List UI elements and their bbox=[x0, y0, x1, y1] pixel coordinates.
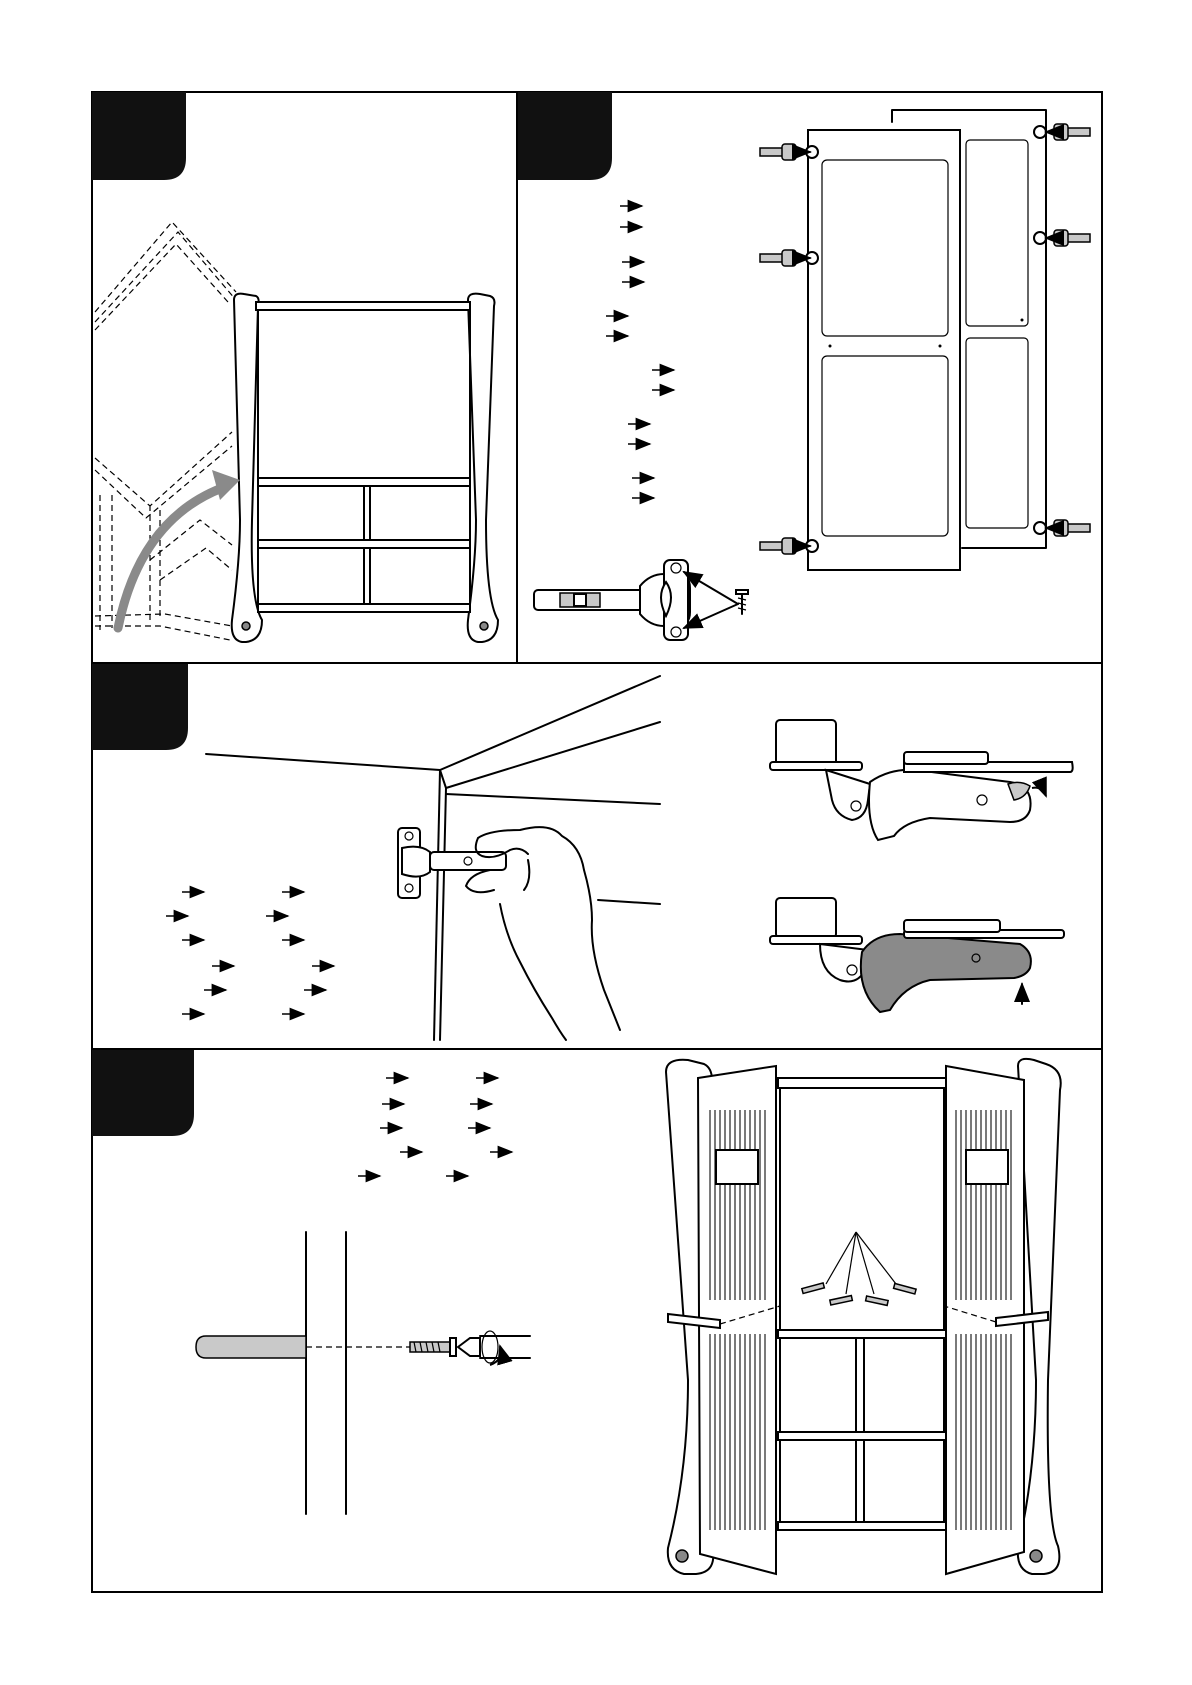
step-3-tab bbox=[92, 664, 188, 750]
hinge-mounted bbox=[398, 828, 506, 898]
hinge-small-front-mid bbox=[760, 250, 810, 266]
knob-icon bbox=[196, 1336, 306, 1358]
cabinet-right-side bbox=[468, 294, 498, 642]
step-1-tab bbox=[92, 92, 186, 180]
wood-screw-icon bbox=[736, 590, 748, 614]
step-3-illustration bbox=[166, 676, 1073, 1040]
hinge-small-front-bottom bbox=[760, 538, 810, 554]
hinge-small-back-bottom bbox=[1046, 520, 1090, 536]
raise-cabinet-arrow bbox=[118, 488, 222, 628]
step-1-illustration bbox=[95, 222, 498, 642]
step-2-illustration bbox=[534, 110, 1090, 640]
cabinet-shelf-2 bbox=[258, 540, 470, 548]
hinge-hole-back-top bbox=[1034, 126, 1046, 138]
right-leg-hole bbox=[480, 622, 488, 630]
hinge-arm-highlight bbox=[861, 934, 1031, 1012]
left-leg-hole bbox=[242, 622, 250, 630]
step-3-arrow-list bbox=[166, 892, 334, 1014]
door-front bbox=[808, 130, 960, 570]
raise-cabinet-arrowhead bbox=[212, 470, 240, 500]
hinge-detail bbox=[534, 560, 748, 640]
step-4-illustration bbox=[196, 1059, 1061, 1574]
screw-set bbox=[802, 1232, 916, 1305]
screwdriver-icon bbox=[458, 1331, 530, 1365]
left-door-label bbox=[716, 1150, 758, 1184]
step-4-tab bbox=[92, 1050, 194, 1136]
hinge-hole-back-mid bbox=[1034, 232, 1046, 244]
step-2-tab bbox=[518, 92, 612, 180]
cabinet-ghost-outline bbox=[95, 222, 236, 640]
hinge-small-front-top bbox=[760, 144, 810, 160]
step-4-arrow-list bbox=[358, 1078, 512, 1176]
hinge-detail-closed bbox=[770, 898, 1064, 1012]
hinge-small-back-mid bbox=[1046, 230, 1090, 246]
cabinet-top-rail bbox=[256, 302, 470, 310]
cabinet-bottom-rail bbox=[258, 604, 470, 612]
cabinet-shelf-1 bbox=[258, 478, 470, 486]
right-door-label bbox=[966, 1150, 1008, 1184]
step-2-arrow-list bbox=[606, 206, 674, 498]
hinge-detail-open bbox=[770, 720, 1073, 840]
knob-mounting-detail bbox=[196, 1232, 530, 1514]
screw-icon bbox=[410, 1338, 456, 1356]
cabinet-open-doors bbox=[666, 1059, 1061, 1574]
hinge-small-back-top bbox=[1046, 124, 1090, 140]
hinge-hole-back-bottom bbox=[1034, 522, 1046, 534]
